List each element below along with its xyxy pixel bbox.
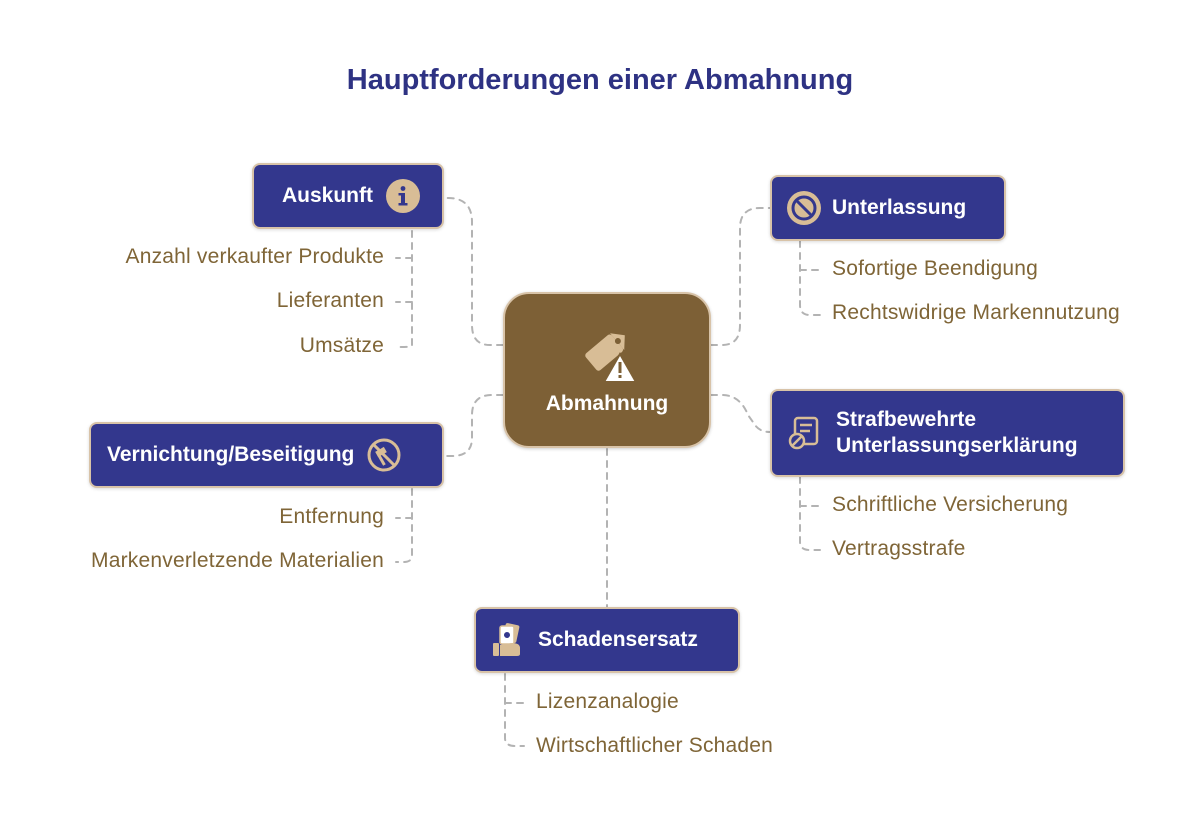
hammer-prohibited-icon <box>366 437 402 473</box>
tag-warning-icon <box>576 324 638 386</box>
branch-strafbewehrte-label-line1: Strafbewehrte <box>836 408 977 432</box>
strafbewehrte-item-1: Schriftliche Versicherung <box>832 493 1069 516</box>
diagram-title: Hauptforderungen einer Abmahnung <box>346 64 854 96</box>
branch-vernichtung: Vernichtung/Beseitigung <box>89 422 444 488</box>
schadensersatz-item-1: Lizenzanalogie <box>536 690 679 713</box>
center-node-abmahnung: Abmahnung <box>503 292 711 448</box>
branch-unterlassung-label: Unterlassung <box>832 196 967 220</box>
branch-auskunft-label: Auskunft <box>282 184 373 208</box>
money-hand-icon <box>490 621 528 659</box>
document-prohibited-icon <box>786 414 824 452</box>
unterlassung-item-2: Rechtswidrige Markennutzung <box>832 301 1120 324</box>
vernichtung-item-1: Entfernung <box>279 505 384 528</box>
auskunft-item-1: Anzahl verkaufter Produkte <box>125 245 384 268</box>
vernichtung-item-2: Markenverletzende Materialien <box>91 549 384 572</box>
branch-schadensersatz-label: Schadensersatz <box>538 628 698 652</box>
center-label: Abmahnung <box>545 392 669 415</box>
branch-unterlassung: Unterlassung <box>770 175 1006 241</box>
auskunft-item-2: Lieferanten <box>276 289 384 312</box>
schadensersatz-item-2: Wirtschaftlicher Schaden <box>536 734 774 757</box>
branch-strafbewehrte-label: Strafbewehrte Unterlassungserklärung <box>836 407 1078 458</box>
branch-vernichtung-label: Vernichtung/Beseitigung <box>107 443 355 467</box>
branch-strafbewehrte-label-line2: Unterlassungserklärung <box>836 434 1078 457</box>
auskunft-item-3: Umsätze <box>299 334 384 357</box>
info-icon <box>385 178 421 214</box>
branch-schadensersatz: Schadensersatz <box>474 607 740 673</box>
prohibited-icon <box>786 190 822 226</box>
unterlassung-item-1: Sofortige Beendigung <box>832 257 1038 280</box>
strafbewehrte-item-2: Vertragsstrafe <box>832 537 966 560</box>
branch-auskunft: Auskunft <box>252 163 444 229</box>
branch-strafbewehrte: Strafbewehrte Unterlassungserklärung <box>770 389 1125 477</box>
